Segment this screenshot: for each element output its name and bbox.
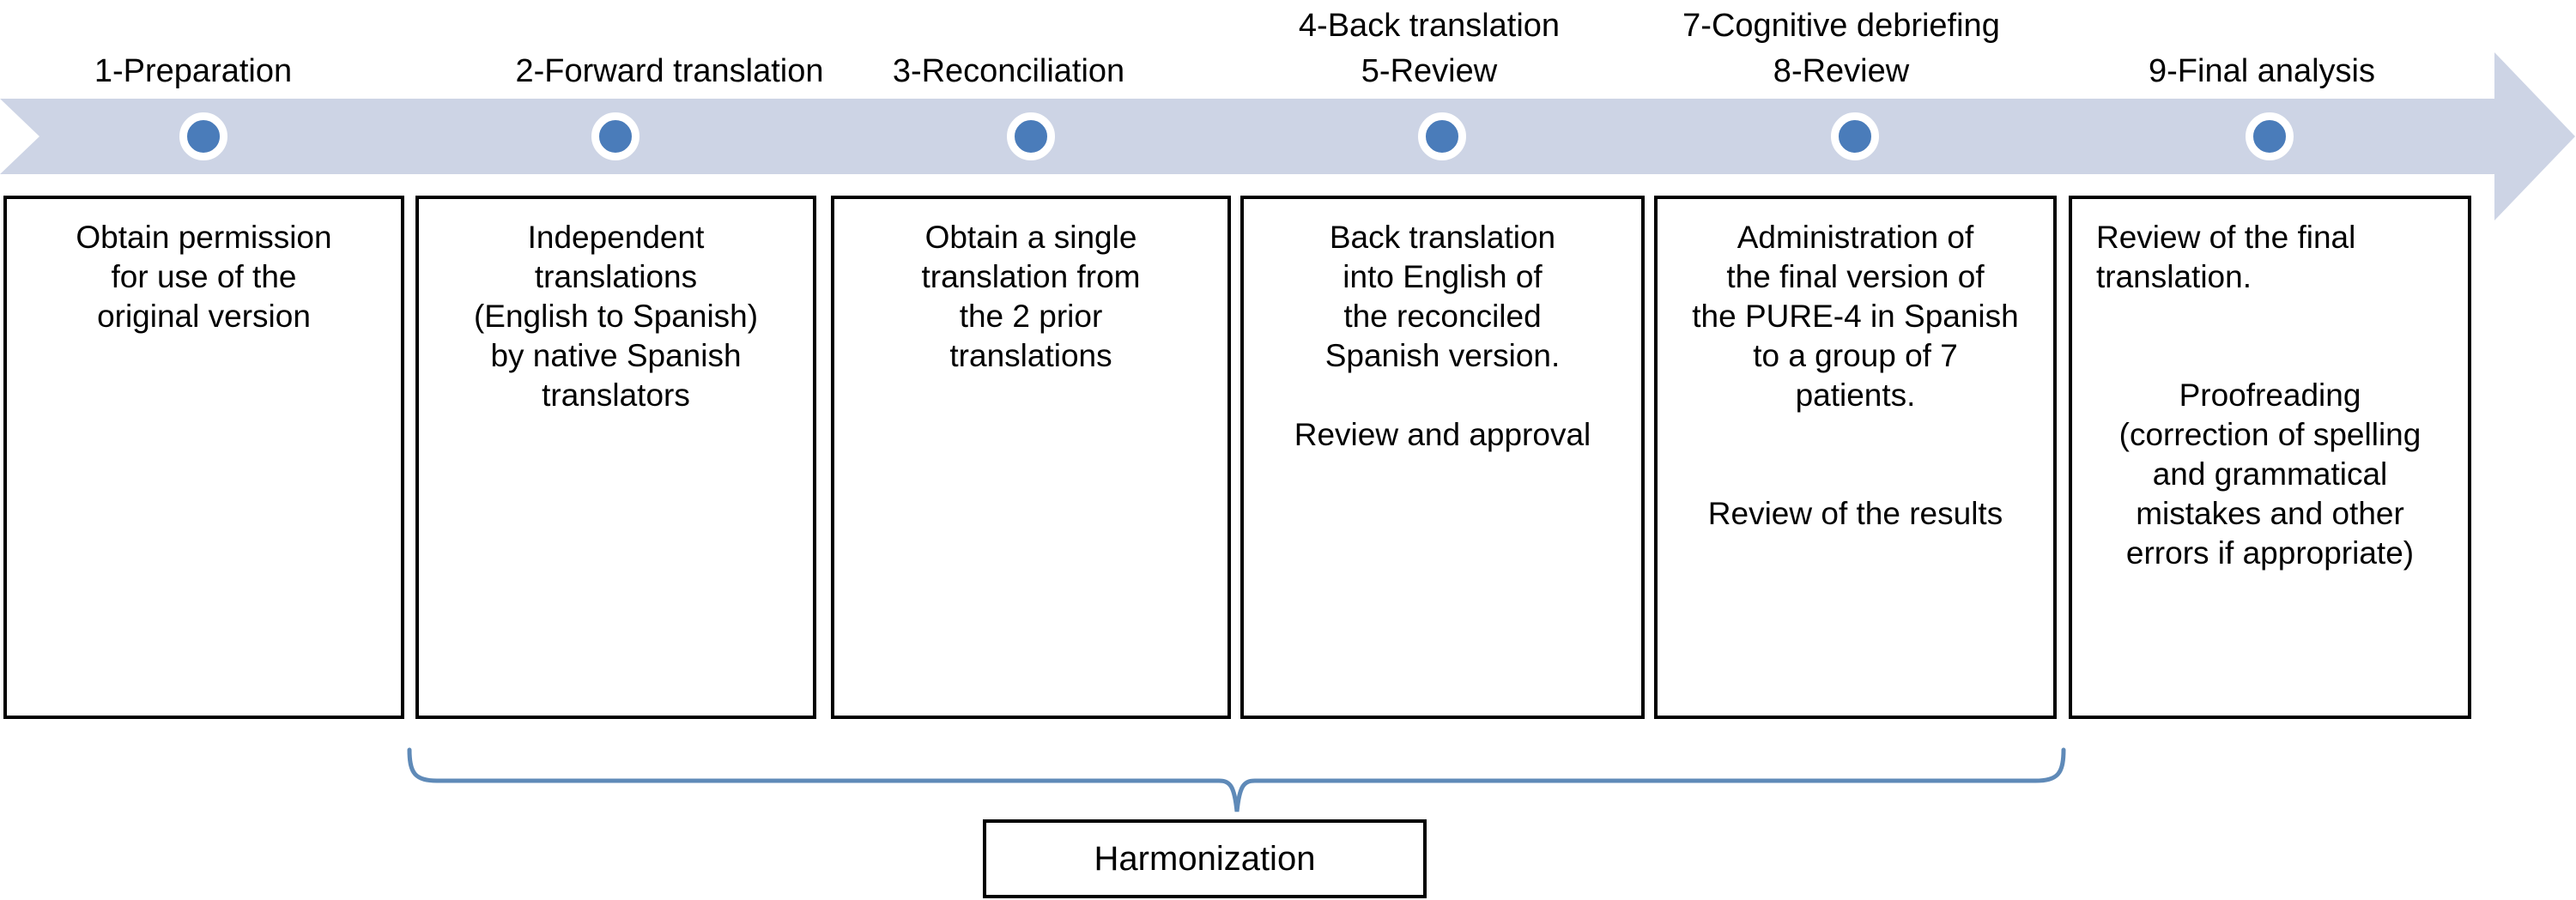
step-box-reconciliation: Obtain a single translation from the 2 p…	[831, 196, 1231, 719]
step-box-preparation: Obtain permission for use of the origina…	[3, 196, 404, 719]
step-box-cognitive-debriefing-review: Administration of the final version of t…	[1654, 196, 2057, 719]
timeline-dot-2	[591, 112, 639, 160]
timeline-dot-1	[179, 112, 227, 160]
phase-label-back-translation-review: 4-Back translation 5-Review	[1298, 8, 1561, 89]
step-box-text: Independent translations (English to Spa…	[473, 220, 759, 413]
phase-label-final-analysis: 9-Final analysis	[2149, 53, 2375, 89]
step-box-text: Administration of the final version of t…	[1692, 220, 2019, 531]
harmonization-label: Harmonization	[1094, 839, 1316, 878]
step-box-text: Obtain a single translation from the 2 p…	[921, 220, 1141, 373]
phase-label-forward-translation: 2-Forward translation	[515, 53, 824, 89]
step-box-text: Obtain permission for use of the origina…	[76, 220, 332, 334]
timeline-arrowhead-icon	[2494, 52, 2575, 220]
step-box-text-center: Proofreading (correction of spelling and…	[2118, 378, 2421, 571]
step-box-final-analysis: Review of the final translation. Proofre…	[2069, 196, 2471, 719]
timeline-dot-6	[2246, 112, 2294, 160]
timeline-dot-4	[1418, 112, 1466, 160]
phase-label-reconciliation: 3-Reconciliation	[892, 53, 1125, 89]
phase-label-cognitive-debriefing-review: 7-Cognitive debriefing 8-Review	[1682, 8, 2000, 89]
step-box-back-translation-review: Back translation into English of the rec…	[1240, 196, 1645, 719]
step-box-text: Back translation into English of the rec…	[1294, 220, 1591, 452]
step-box-text-left: Review of the final translation.	[2096, 220, 2356, 294]
timeline-band	[0, 99, 2494, 174]
timeline-dot-5	[1831, 112, 1879, 160]
step-box-forward-translation: Independent translations (English to Spa…	[415, 196, 816, 719]
phase-label-preparation: 1-Preparation	[94, 53, 293, 89]
harmonization-box: Harmonization	[983, 819, 1427, 898]
timeline-dot-3	[1007, 112, 1055, 160]
